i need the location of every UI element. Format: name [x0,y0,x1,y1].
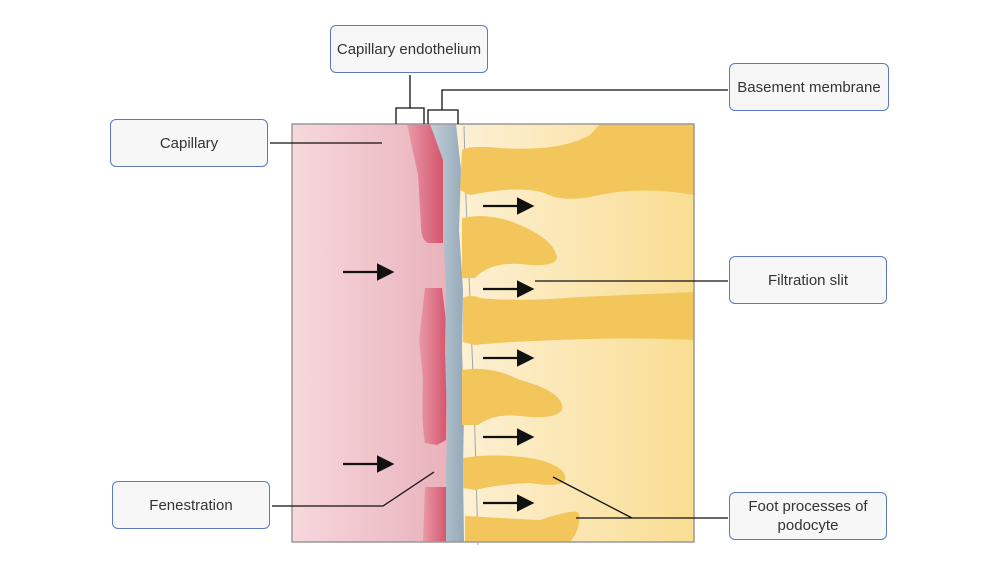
label-capillary-endothelium: Capillary endothelium [330,25,488,73]
foot-processes [460,124,694,542]
diagram-frame [291,123,695,543]
label-fenestration: Fenestration [112,481,270,529]
label-filtration-slit: Filtration slit [729,256,887,304]
leader-fenestration [272,471,435,507]
bracket-endothelium [395,107,425,124]
leader-basement [441,89,728,110]
leader-lines [270,75,728,519]
label-basement-membrane: Basement membrane [729,63,889,111]
flow-arrows [343,197,535,512]
endothelial-cells [407,124,447,542]
bracket-basement [427,109,459,124]
label-capillary: Capillary [110,119,268,167]
basement-membrane [430,124,464,542]
leader-foot-processes [552,476,633,519]
label-foot-processes: Foot processes of podocyte [729,492,887,540]
